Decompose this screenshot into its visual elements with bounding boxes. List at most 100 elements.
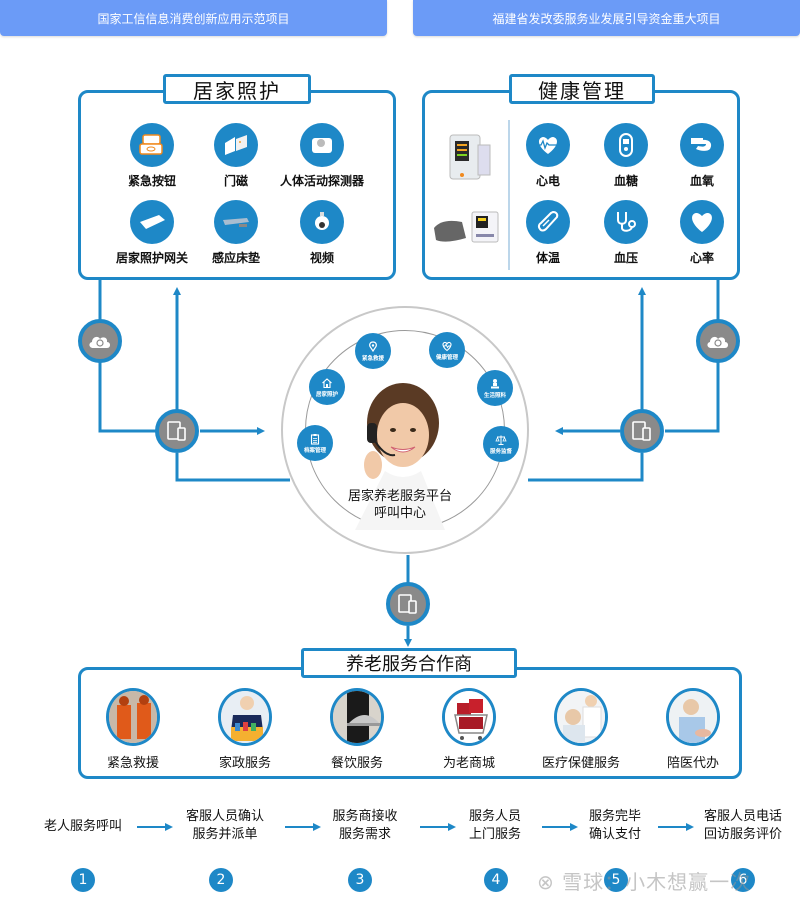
partner-photo: [442, 688, 496, 746]
stethoscope-icon: [604, 200, 648, 244]
device-label: 居家照护网关: [115, 251, 188, 265]
partner-label: 医疗保健服务: [541, 756, 620, 771]
camera-icon: [300, 200, 344, 244]
device-camera: 视频: [272, 200, 372, 266]
partner-escort: 陪医代办: [638, 688, 748, 771]
left-cloud-node: [78, 319, 122, 363]
device-gateway: 居家照护网关: [102, 200, 202, 266]
home-care-title: 居家照护: [163, 74, 311, 104]
hub-item-supervision: 服务监督: [483, 426, 519, 462]
device-label: 视频: [309, 251, 334, 265]
flow-step-text: 服务商接收: [332, 809, 398, 824]
heartbeat-icon: [442, 341, 452, 351]
tablet-phone-icon: [398, 594, 417, 614]
hub-item-label: 紧急救援: [361, 355, 384, 362]
partner-label: 餐饮服务: [330, 756, 383, 771]
partner-photo: [554, 688, 608, 746]
oximeter-icon: [680, 123, 724, 167]
flow-step-text: 老人服务呼叫: [43, 819, 122, 834]
device-label: 感应床垫: [211, 251, 260, 265]
location-pin-icon: [369, 340, 377, 352]
flow-step-6: 客服人员电话 回访服务评价: [688, 808, 798, 844]
watermark-text: 雪球：小木想赢一次: [562, 870, 752, 894]
line-right-bottom: [528, 453, 644, 482]
partner-photo: [218, 688, 272, 746]
clipboard-icon: [310, 433, 320, 445]
flow-step-text: 确认支付: [588, 827, 641, 842]
flow-number-5: 5: [604, 868, 628, 892]
partner-emergency-rescue: 紧急救援: [78, 688, 188, 771]
partner-housekeeping: 家政服务: [190, 688, 300, 771]
flow-step-text: 服务并派单: [192, 827, 258, 842]
emergency-button-icon: [130, 123, 174, 167]
health-temperature: 体温: [498, 200, 598, 266]
blood-pressure-monitor-image: [432, 208, 502, 252]
hub-title-line2: 呼叫中心: [373, 506, 426, 521]
health-label: 体温: [535, 251, 560, 265]
banner-right: 福建省发改委服务业发展引导资金重大项目: [413, 0, 800, 36]
hub-title-line1: 居家养老服务平台: [347, 489, 452, 504]
hub-item-label: 服务监督: [489, 448, 512, 455]
tablet-phone-icon: [632, 421, 651, 441]
right-device-node: [620, 409, 664, 453]
partner-label: 陪医代办: [666, 756, 719, 771]
health-label: 血氧: [689, 174, 714, 188]
flow-step-text: 服务需求: [338, 827, 391, 842]
flow-number-2: 2: [209, 868, 233, 892]
glucose-meter-icon: [604, 123, 648, 167]
health-label: 心电: [535, 174, 560, 188]
hub-item-records: 档案管理: [297, 425, 333, 461]
flow-number-6: 6: [731, 868, 755, 892]
device-door-sensor: 门磁: [186, 123, 286, 189]
cloud-sync-icon: [707, 336, 728, 348]
partner-photo: [330, 688, 384, 746]
flow-step-3: 服务商接收 服务需求: [310, 808, 420, 844]
hub-item-label: 档案管理: [303, 447, 326, 454]
flow-number-4: 4: [484, 868, 508, 892]
flow-step-text: 回访服务评价: [703, 827, 782, 842]
health-label: 心率: [689, 251, 714, 265]
health-glucose: 血糖: [576, 123, 676, 189]
health-mgmt-title: 健康管理: [509, 74, 655, 104]
hub-item-emergency-rescue: 紧急救援: [355, 333, 391, 369]
flow-step-text: 服务完毕: [588, 809, 641, 824]
flow-step-5: 服务完毕 确认支付: [560, 808, 670, 844]
health-panel-separator: [508, 120, 510, 270]
flow-step-4: 服务人员 上门服务: [440, 808, 550, 844]
hub-item-label: 居家照护: [315, 391, 338, 398]
gateway-icon: [130, 200, 174, 244]
hub-title: 居家养老服务平台 呼叫中心: [320, 488, 480, 522]
partner-photo: [666, 688, 720, 746]
health-blood-pressure: 血压: [576, 200, 676, 266]
flow-step-text: 服务人员: [468, 809, 521, 824]
partner-label: 紧急救援: [106, 756, 159, 771]
hub-item-label: 生活照料: [483, 392, 506, 399]
heart-icon: [680, 200, 724, 244]
thermometer-icon: [526, 200, 570, 244]
door-sensor-icon: [214, 123, 258, 167]
watermark: ⊗ 雪球：小木想赢一次: [537, 866, 751, 895]
partners-title: 养老服务合作商: [301, 648, 517, 678]
flow-step-text: 客服人员电话: [703, 809, 782, 824]
health-label: 血压: [613, 251, 638, 265]
left-device-node: [155, 409, 199, 453]
device-emergency-button: 紧急按钮: [102, 123, 202, 189]
hub-item-label: 健康管理: [435, 354, 458, 361]
motion-detector-icon: [300, 123, 344, 167]
flow-step-2: 客服人员确认 服务并派单: [170, 808, 280, 844]
right-cloud-node: [696, 319, 740, 363]
health-oxygen: 血氧: [652, 123, 752, 189]
house-icon: [322, 377, 332, 388]
hub-item-health-mgmt: 健康管理: [429, 332, 465, 368]
center-device-node: [386, 582, 430, 626]
health-heart-rate: 心率: [652, 200, 752, 266]
tablet-phone-icon: [167, 421, 186, 441]
partner-photo: [106, 688, 160, 746]
device-label: 紧急按钮: [127, 174, 176, 188]
call-center-agent-photo: [325, 375, 475, 530]
device-label: 人体活动探测器: [279, 174, 364, 188]
health-label: 血糖: [613, 174, 638, 188]
flow-step-text: 上门服务: [468, 827, 521, 842]
ecg-heart-icon: [526, 123, 570, 167]
watermark-logo-icon: ⊗: [537, 870, 563, 894]
